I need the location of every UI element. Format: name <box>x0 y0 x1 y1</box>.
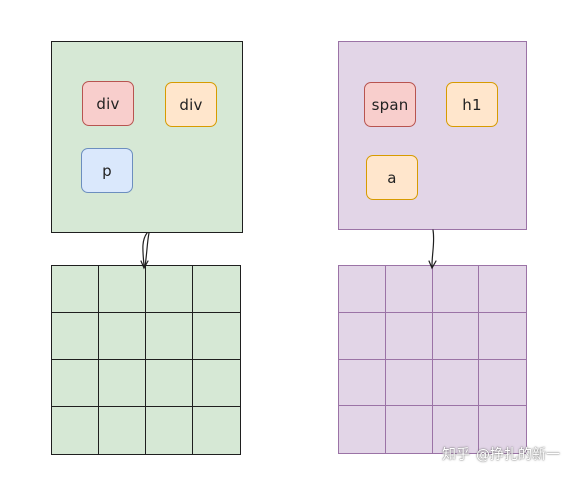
left-arrow-line <box>144 232 150 267</box>
left-container: div div p <box>51 41 243 233</box>
tag-box: div <box>165 82 217 127</box>
grid-cell <box>193 266 240 313</box>
tag-box: p <box>81 148 133 193</box>
tag-box: div <box>82 81 134 126</box>
grid-cell <box>339 312 386 360</box>
grid-cell <box>99 313 146 360</box>
grid-cell <box>339 266 386 313</box>
watermark-author: @挣扎的新一 <box>476 447 560 463</box>
grid-cell <box>433 406 480 453</box>
right-container: span h1 a <box>338 41 527 230</box>
grid-cell <box>432 312 480 360</box>
grid-cell <box>386 406 433 453</box>
grid-cell <box>52 313 99 360</box>
tag-box: h1 <box>446 82 498 127</box>
left-grid <box>51 265 241 455</box>
right-arrow <box>428 229 437 270</box>
grid-cell <box>146 407 193 454</box>
grid-cell <box>193 360 240 407</box>
grid-cell <box>99 266 146 313</box>
grid-cell <box>432 359 480 407</box>
left-arrow-line <box>142 232 148 267</box>
watermark-site: 知乎 <box>442 447 470 463</box>
grid-cell <box>339 406 386 453</box>
left-arrow <box>140 232 150 270</box>
grid-cell <box>146 266 193 313</box>
tag-box: span <box>364 82 416 127</box>
grid-cell <box>52 407 99 454</box>
grid-cell <box>52 266 99 313</box>
grid-cell <box>479 360 526 407</box>
right-arrow-line <box>431 229 435 267</box>
grid-cell <box>339 359 386 407</box>
watermark: 知乎 @挣扎的新一 <box>442 444 560 464</box>
tag-box: a <box>366 155 418 200</box>
grid-cell <box>385 266 433 313</box>
grid-cell <box>385 312 433 360</box>
grid-cell <box>99 360 146 407</box>
grid-cell <box>479 266 526 313</box>
grid-cell <box>193 313 240 360</box>
grid-cell <box>52 360 99 407</box>
grid-cell <box>479 313 526 360</box>
grid-cell <box>432 266 480 313</box>
grid-cell <box>385 359 433 407</box>
grid-cell <box>99 407 146 454</box>
grid-cell <box>146 360 193 407</box>
grid-cell <box>193 407 240 454</box>
grid-cell <box>146 313 193 360</box>
right-grid <box>338 265 527 454</box>
